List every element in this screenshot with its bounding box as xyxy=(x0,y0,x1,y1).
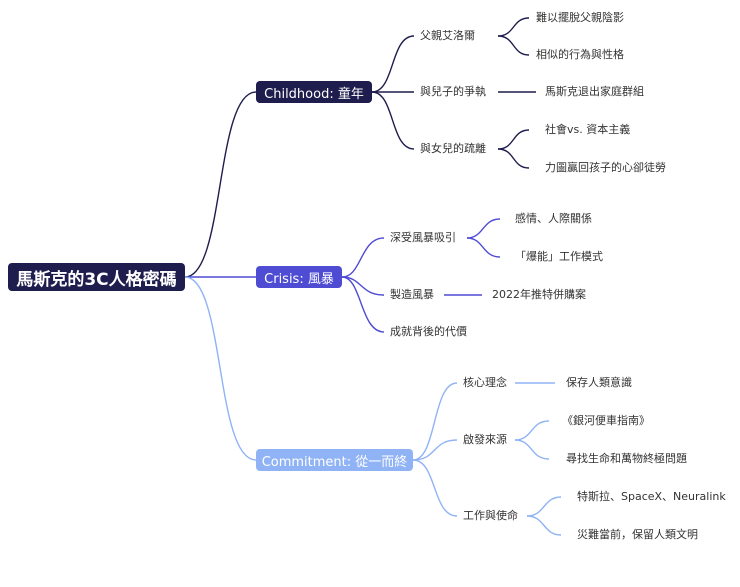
subtopic-father-shadow[interactable]: 難以擺脫父親陰影 xyxy=(536,11,624,24)
topic-core-belief[interactable]: 核心理念 xyxy=(463,376,507,389)
subtopic-relationships[interactable]: 感情、人際關係 xyxy=(515,212,592,225)
topic-father[interactable]: 父親艾洛爾 xyxy=(420,29,475,42)
subtopic-preserve-consciousness[interactable]: 保存人類意識 xyxy=(566,376,632,389)
subtopic-similar-behavior[interactable]: 相似的行為與性格 xyxy=(536,48,624,61)
subtopic-work-mode[interactable]: 「爆能」工作模式 xyxy=(515,250,603,263)
subtopic-win-back-children[interactable]: 力圖贏回孩子的心卻徒勞 xyxy=(545,161,666,174)
root-topic[interactable]: 馬斯克的3C人格密碼 xyxy=(8,263,185,291)
topic-daughter-estrangement[interactable]: 與女兒的疏離 xyxy=(420,142,486,155)
subtopic-hitchhikers-guide[interactable]: 《銀河便車指南》 xyxy=(562,414,650,427)
subtopic-left-family-group[interactable]: 馬斯克退出家庭群組 xyxy=(545,85,644,98)
subtopic-companies[interactable]: 特斯拉、SpaceX、Neuralink xyxy=(577,490,726,503)
subtopic-socialism-capitalism[interactable]: 社會vs. 資本主義 xyxy=(545,123,631,136)
branch-crisis[interactable]: Crisis: 風暴 xyxy=(256,266,342,288)
subtopic-twitter-acquisition[interactable]: 2022年推特併購案 xyxy=(492,288,586,301)
topic-work-mission[interactable]: 工作與使命 xyxy=(463,509,518,522)
topic-create-storms[interactable]: 製造風暴 xyxy=(390,288,434,301)
topic-son-dispute[interactable]: 與兒子的爭執 xyxy=(420,85,486,98)
subtopic-ultimate-question[interactable]: 尋找生命和萬物終極問題 xyxy=(566,452,687,465)
subtopic-preserve-civilization[interactable]: 災難當前，保留人類文明 xyxy=(577,528,698,541)
topic-cost-of-success[interactable]: 成就背後的代價 xyxy=(390,325,467,338)
branch-childhood[interactable]: Childhood: 童年 xyxy=(256,81,372,103)
branch-commitment[interactable]: Commitment: 從一而終 xyxy=(256,449,413,471)
topic-drawn-to-storms[interactable]: 深受風暴吸引 xyxy=(390,231,456,244)
topic-inspiration[interactable]: 啟發來源 xyxy=(463,433,507,446)
